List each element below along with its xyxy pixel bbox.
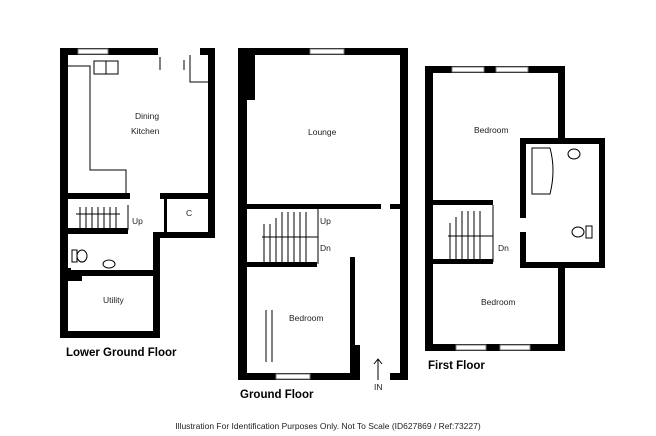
first-floor-title: First Floor [428,360,485,372]
lower-ground-floor-title: Lower Ground Floor [66,347,177,359]
lounge-label: Lounge [308,127,337,137]
entrance-label: IN [374,382,383,392]
first-bedroom-top-label: Bedroom [474,125,509,135]
disclaimer-text: Illustration For Identification Purposes… [175,421,481,431]
ground-dn-label: Dn [320,243,331,253]
kitchen-label: Kitchen [131,126,160,136]
utility-label: Utility [103,295,125,305]
lower-ground-floor-plan [60,48,215,338]
first-floor-plan [425,66,605,351]
first-bedroom-bottom-label: Bedroom [481,297,516,307]
cupboard-label: C [186,208,192,218]
ground-floor-title: Ground Floor [240,389,314,401]
first-dn-label: Dn [498,243,509,253]
ground-floor-plan [238,48,408,380]
ground-bedroom-label: Bedroom [289,313,324,323]
ground-up-label: Up [320,216,331,226]
lg-up-label: Up [132,216,143,226]
dining-label: Dining [135,111,159,121]
